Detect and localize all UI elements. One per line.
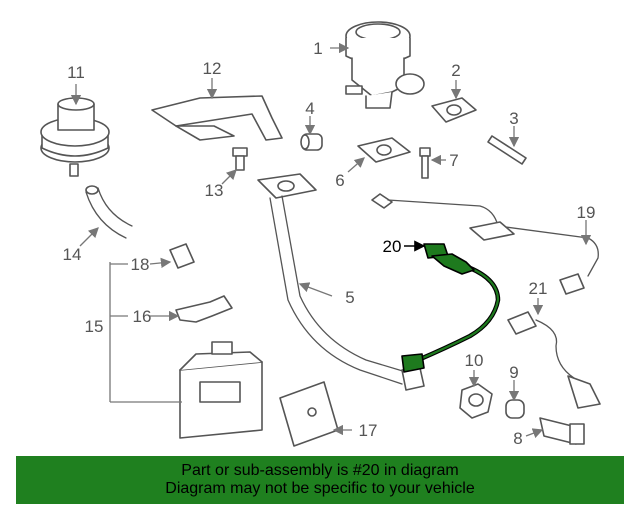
callout-16: 16 <box>133 307 152 326</box>
part-1-egr-valve <box>345 21 425 109</box>
part-21-o2-sensor <box>507 311 601 409</box>
part-3-stud <box>487 135 527 165</box>
part-5-egr-pipe <box>257 173 425 391</box>
callout-18: 18 <box>131 255 150 274</box>
part-17-plate <box>279 381 339 447</box>
callout-3: 3 <box>509 109 518 128</box>
banner-line-disclaimer: Diagram may not be specific to your vehi… <box>165 480 475 497</box>
part-9-plug <box>505 399 525 419</box>
part-11-vsv <box>40 97 110 177</box>
info-banner: Part or sub-assembly is #20 in diagram D… <box>16 456 624 504</box>
part-8-plug <box>539 417 585 445</box>
callout-20: 20 <box>383 237 402 256</box>
callout-2: 2 <box>451 61 460 80</box>
callout-9: 9 <box>509 363 518 382</box>
part-10-nut <box>459 383 493 419</box>
part-6-gasket <box>357 137 411 163</box>
callout-13: 13 <box>205 181 224 200</box>
part-14-hose <box>85 185 133 239</box>
part-13-bolt <box>232 147 248 171</box>
callout-8: 8 <box>513 429 522 448</box>
callout-12: 12 <box>203 59 222 78</box>
part-20-o2-sensor-highlighted <box>401 243 501 373</box>
exploded-parts-diagram: 1 2 3 4 5 6 7 8 9 10 11 12 13 14 15 16 1… <box>40 21 601 448</box>
leader-lines <box>70 42 592 439</box>
callout-5: 5 <box>345 288 354 307</box>
callout-15: 15 <box>85 317 104 336</box>
callout-10: 10 <box>465 351 484 370</box>
part-19-o2-sensor <box>371 193 599 295</box>
part-15-canister <box>179 341 263 439</box>
part-16-bracket <box>175 295 233 323</box>
part-7-bolt <box>419 147 431 179</box>
callout-17: 17 <box>359 421 378 440</box>
part-12-bracket <box>151 95 283 141</box>
part-4-bushing <box>300 133 323 151</box>
callout-6: 6 <box>335 171 344 190</box>
callout-21: 21 <box>529 279 548 298</box>
banner-line-part-number: Part or sub-assembly is #20 in diagram <box>181 462 459 479</box>
callout-19: 19 <box>577 203 596 222</box>
callout-11: 11 <box>67 63 85 82</box>
callout-7: 7 <box>449 151 458 170</box>
part-18-connector <box>169 243 195 269</box>
callout-4: 4 <box>305 99 314 118</box>
callout-labels: 1 2 3 4 5 6 7 8 9 10 11 12 13 14 15 16 1… <box>63 39 596 448</box>
part-2-gasket <box>431 97 477 123</box>
callout-1: 1 <box>313 39 322 58</box>
callout-14: 14 <box>63 245 82 264</box>
